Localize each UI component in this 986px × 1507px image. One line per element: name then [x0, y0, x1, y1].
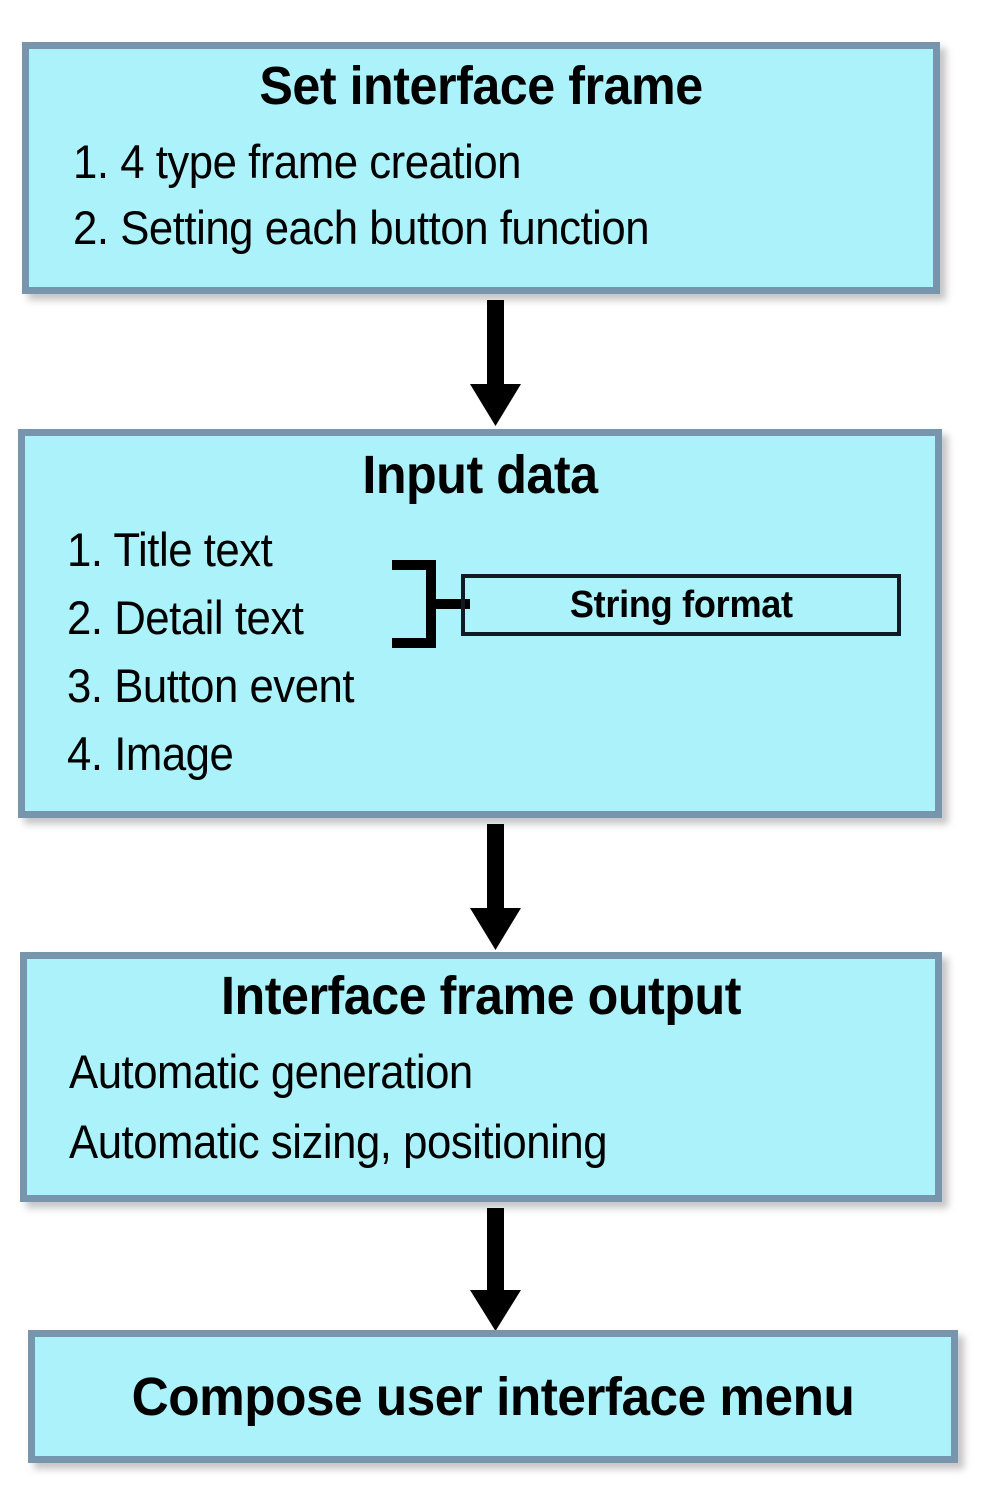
node-line: 2. Setting each button function	[73, 201, 650, 254]
right-bracket-connector-icon	[388, 552, 470, 656]
node-line: Automatic sizing, positioning	[69, 1115, 608, 1168]
node-interface-frame-output: Interface frame output Automatic generat…	[20, 952, 942, 1202]
node-title: Compose user interface menu	[131, 1366, 855, 1427]
node-line: Automatic generation	[69, 1045, 473, 1098]
node-title: Set interface frame	[259, 56, 703, 116]
node-title: Input data	[362, 445, 598, 505]
callout-string-format: String format	[461, 574, 901, 636]
node-line: 1. 4 type frame creation	[73, 135, 522, 188]
node-line: 1. Title text	[67, 523, 273, 576]
down-arrow-icon	[443, 300, 547, 428]
node-line: 2. Detail text	[67, 591, 304, 644]
callout-label: String format	[569, 583, 793, 626]
node-input-data: Input data 1. Title text 2. Detail text …	[18, 429, 942, 818]
node-title: Interface frame output	[221, 966, 741, 1026]
node-compose-menu: Compose user interface menu	[28, 1330, 958, 1463]
node-body: 1. Title text 2. Detail text 3. Button e…	[25, 516, 935, 788]
node-line: 4. Image	[67, 727, 234, 780]
node-body: 1. 4 type frame creation 2. Setting each…	[29, 129, 933, 261]
down-arrow-icon	[443, 1208, 547, 1332]
string-format-callout-group: String format	[388, 552, 908, 656]
node-body: Automatic generation Automatic sizing, p…	[27, 1037, 935, 1177]
down-arrow-icon	[443, 824, 547, 952]
node-line: 3. Button event	[67, 659, 355, 712]
node-set-interface-frame: Set interface frame 1. 4 type frame crea…	[22, 42, 940, 294]
